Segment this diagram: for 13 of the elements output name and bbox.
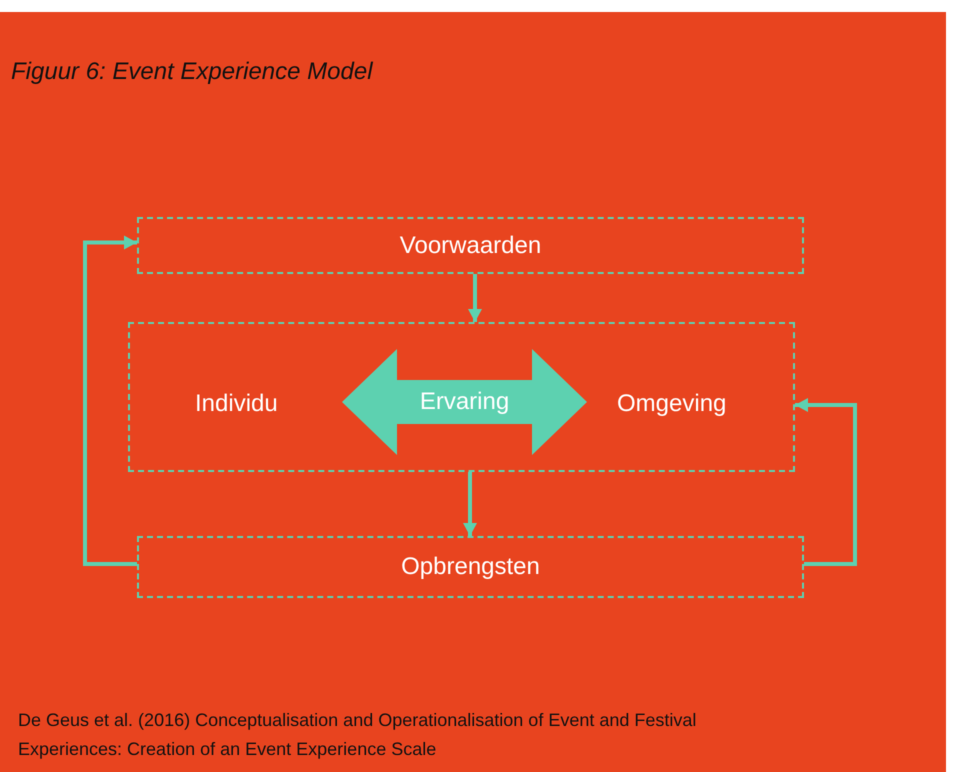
dashed-box: Opbrengsten xyxy=(137,536,804,598)
caption: De Geus et al. (2016) Conceptualisation and Operationalisation of Event and Festival Experiences: Creation of an Event Experience Scale xyxy=(18,709,698,761)
figure-title: Figuur 6: Event Experience Model xyxy=(11,57,373,87)
node-label: Individu xyxy=(182,384,344,424)
dashed-box: Voorwaarden xyxy=(137,217,804,274)
dashed-box xyxy=(128,322,795,472)
arrow xyxy=(83,236,137,566)
arrow xyxy=(463,472,477,536)
arrow xyxy=(468,274,482,322)
double-arrow xyxy=(342,349,587,455)
edge-label: Ervaring xyxy=(420,387,510,417)
node-label: Omgeving xyxy=(589,384,759,424)
arrow xyxy=(795,398,857,566)
